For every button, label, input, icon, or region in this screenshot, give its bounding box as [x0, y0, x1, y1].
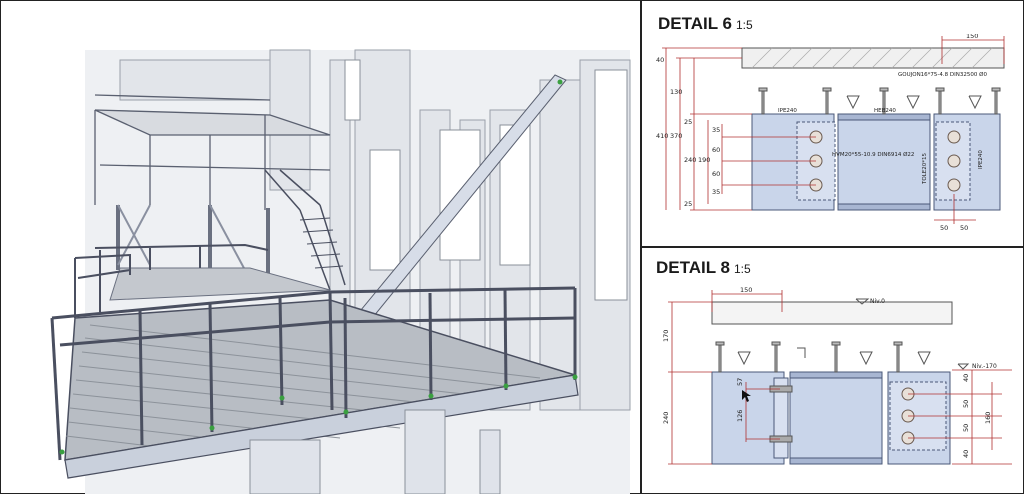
- detail6-dim-370: 370: [670, 132, 682, 140]
- detail6-title-text: DETAIL 6: [658, 14, 732, 33]
- detail6-dim-40: 40: [656, 56, 664, 64]
- detail6-label-ipe240-left: IPE240: [778, 108, 797, 114]
- detail6-level-marks: [846, 95, 982, 110]
- detail8-dim-50-b: 50: [962, 424, 970, 432]
- detail6-dim-35-bottom: 35: [712, 188, 720, 196]
- detail8-dim-57: 57: [736, 378, 744, 386]
- detail8-level-texts: Niv.0 Niv.-170: [870, 298, 997, 370]
- detail6-dimension-texts: 40 130 410 370 25 240 190 35 60 60 35 25…: [656, 34, 978, 232]
- detail6-dim-240: 240: [684, 156, 696, 164]
- detail6-dimension-lines: [662, 36, 1005, 224]
- platform-3d-render: [50, 49, 631, 494]
- detail6-annotations: GOUJON16*75-4.8 DIN32500 Ø0 IPE240 HEB24…: [778, 71, 987, 185]
- upper-platform: [94, 94, 331, 210]
- back-railing: [74, 243, 269, 318]
- detail8-dim-240: 240: [662, 412, 670, 424]
- detail8-drawing[interactable]: 150 170 240 57 126 40 50 160 50 40 Niv.0…: [642, 282, 1022, 490]
- detail8-dimension-texts: 150 170 240 57 126 40 50 160 50 40: [662, 286, 992, 458]
- detail6-label-goujon: GOUJON16*75-4.8 DIN32500 Ø0: [898, 71, 987, 78]
- detail6-dim-60-a: 60: [712, 146, 720, 154]
- 3d-model-view[interactable]: [0, 0, 640, 494]
- detail8-studs: [715, 341, 903, 373]
- detail8-title: DETAIL 8 1:5: [656, 258, 751, 278]
- lower-structure: [249, 409, 501, 494]
- detail6-drawing[interactable]: 40 130 410 370 25 240 190 35 60 60 35 25…: [642, 34, 1022, 242]
- detail8-dim-150: 150: [740, 286, 752, 294]
- detail6-dim-35-top: 35: [712, 126, 720, 134]
- sheet-divider-horizontal: [640, 246, 1024, 248]
- detail8-dim-40-top: 40: [962, 374, 970, 382]
- detail8-dim-40-bottom: 40: [962, 450, 970, 458]
- detail8-dim-160: 160: [984, 412, 992, 424]
- edge-beam: [64, 374, 579, 479]
- detail6-beam-mid: [837, 113, 931, 211]
- detail8-scale: 1:5: [734, 262, 751, 276]
- detail8-beam-mid: [789, 371, 883, 465]
- stair: [264, 169, 346, 291]
- detail8-dimension-lines: [668, 290, 1012, 465]
- detail6-scale: 1:5: [736, 18, 753, 32]
- detail6-slab: [741, 47, 1005, 69]
- detail6-label-heb240: HEB240: [874, 108, 896, 114]
- detail6-dim-190: 190: [698, 156, 710, 164]
- detail8-dim-126: 126: [736, 410, 744, 422]
- detail8-dim-50-a: 50: [962, 400, 970, 408]
- detail8-dim-170: 170: [662, 330, 670, 342]
- detail6-dim-50-b: 50: [960, 224, 968, 232]
- detail8-bolts: [901, 387, 915, 445]
- detail6-dim-25-top: 25: [684, 118, 692, 126]
- detail6-label-ipe240-right: IPE240: [978, 150, 984, 169]
- detail6-dim-410: 410: [656, 132, 668, 140]
- detail6-label-hvm: HVM20*55-10.9 DIN6914 Ø22: [832, 151, 914, 158]
- detail8-level-niv0: Niv.0: [870, 298, 885, 305]
- detail8-slab: [711, 301, 953, 325]
- support-columns: [116, 205, 270, 285]
- mouse-cursor-icon: [742, 390, 751, 402]
- detail8-title-text: DETAIL 8: [656, 258, 730, 277]
- detail6-dim-150: 150: [966, 34, 978, 40]
- detail6-slab-hatch: [751, 47, 993, 69]
- detail8-level-niv170: Niv.-170: [972, 363, 997, 370]
- detail6-dim-25-bottom: 25: [684, 200, 692, 208]
- detail6-title: DETAIL 6 1:5: [658, 14, 753, 34]
- back-grating-deck: [109, 267, 331, 301]
- detail6-dim-60-b: 60: [712, 170, 720, 178]
- detail6-label-tole: TOLE20*15: [922, 153, 928, 185]
- detail6-dim-130: 130: [670, 88, 682, 96]
- front-railing: [50, 286, 577, 461]
- detail8-level-marks: [737, 298, 970, 370]
- detail6-dim-50-a: 50: [940, 224, 948, 232]
- detail6-studs: [758, 87, 1001, 115]
- connection-markers: [59, 79, 578, 455]
